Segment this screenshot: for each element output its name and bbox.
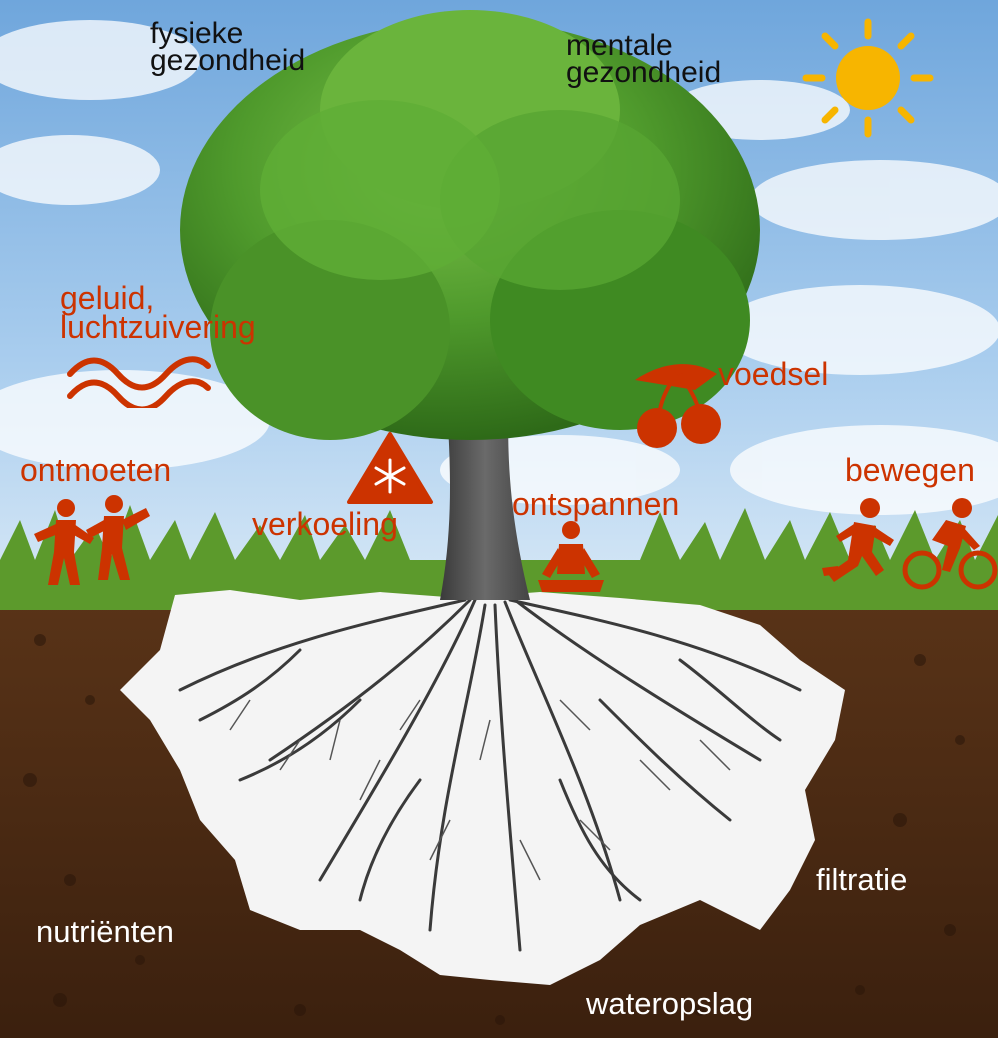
sun-icon [806, 22, 930, 134]
label-mental-health-line1: mentale [566, 32, 721, 59]
label-filtration: filtratie [816, 866, 907, 894]
label-meeting: ontmoeten [20, 456, 171, 485]
label-nutrients: nutriënten [36, 918, 174, 946]
label-water-storage: wateropslag [586, 990, 753, 1018]
label-mental-health: mentale gezondheid [566, 32, 721, 86]
label-exercise: bewegen [845, 456, 975, 485]
label-physical-health: fysieke gezondheid [150, 20, 305, 74]
two-people-icon [28, 490, 153, 590]
label-mental-health-line2: gezondheid [566, 59, 721, 86]
meditation-icon [536, 518, 606, 598]
label-physical-health-line2: gezondheid [150, 47, 305, 74]
snowflake-warning-icon [345, 430, 435, 506]
label-noise-air: geluid, luchtzuivering [60, 284, 256, 342]
label-cooling: verkoeling [252, 510, 398, 539]
label-noise-air-line2: luchtzuivering [60, 313, 256, 342]
cherries-icon [625, 360, 725, 450]
sound-waves-icon [66, 352, 212, 408]
cyclist-icon [902, 496, 998, 592]
runner-icon [818, 496, 898, 592]
label-physical-health-line1: fysieke [150, 20, 305, 47]
label-food: voedsel [718, 360, 828, 389]
label-relaxing: ontspannen [512, 490, 679, 519]
